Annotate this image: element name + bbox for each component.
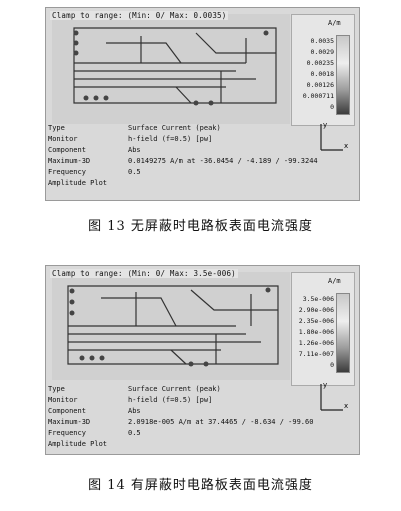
clamp-range-label: Clamp to range: (Min: 0/ Max: 0.0035) — [50, 11, 229, 20]
info-key: Component — [48, 146, 86, 154]
legend-value: 0.0018 — [310, 70, 334, 78]
info-key: Amplitude Plot — [48, 440, 108, 448]
info-key: Type — [48, 385, 65, 393]
legend-unit: A/m — [328, 277, 341, 285]
info-value: h-field (f=0.5) [pw] — [128, 396, 213, 404]
figure-caption: 图 14 有屏蔽时电路板表面电流强度 — [88, 478, 313, 493]
legend-value: 0.0029 — [310, 48, 334, 56]
info-key: Maximum-3D — [48, 418, 91, 426]
info-value: Abs — [128, 146, 141, 154]
axes-triad-icon: y x — [320, 381, 348, 411]
axis-x-label: x — [344, 402, 348, 410]
legend-value: 0 — [330, 361, 334, 369]
color-legend: A/m 3.5e-006 2.90e-006 2.35e-006 1.80e-0… — [291, 272, 355, 386]
info-key: Frequency — [48, 429, 86, 437]
legend-value: 7.11e-007 — [298, 350, 334, 358]
figure-14-screenshot: Clamp to range: (Min: 0/ Max: 3.5e-006) … — [45, 265, 360, 455]
circuit-board-plot: Clamp to range: (Min: 0/ Max: 3.5e-006) … — [46, 266, 359, 386]
legend-value: 2.35e-006 — [298, 317, 334, 325]
axis-x-label: x — [344, 142, 348, 150]
pcb-traces — [52, 14, 290, 124]
axis-y-label: y — [323, 381, 327, 389]
color-legend: A/m 0.0035 0.0029 0.00235 0.0018 0.00126… — [291, 14, 355, 126]
legend-value: 2.90e-006 — [298, 306, 334, 314]
info-key: Type — [48, 124, 65, 132]
info-value: Surface Current (peak) — [128, 385, 221, 393]
legend-gradient — [336, 293, 350, 373]
legend-value: 1.80e-006 — [298, 328, 334, 336]
figure-13-screenshot: Clamp to range: (Min: 0/ Max: 0.0035) A/… — [45, 7, 360, 201]
legend-value: 0 — [330, 103, 334, 111]
pcb-traces — [52, 272, 290, 380]
info-value: Surface Current (peak) — [128, 124, 221, 132]
legend-gradient — [336, 35, 350, 115]
info-key: Component — [48, 407, 86, 415]
legend-values: 0.0035 0.0029 0.00235 0.0018 0.00126 0.0… — [294, 37, 334, 114]
legend-value: 0.00126 — [306, 81, 334, 89]
legend-value: 0.00235 — [306, 59, 334, 67]
legend-value: 3.5e-006 — [302, 295, 334, 303]
clamp-range-label: Clamp to range: (Min: 0/ Max: 3.5e-006) — [50, 269, 238, 278]
circuit-board-plot: Clamp to range: (Min: 0/ Max: 0.0035) A/… — [46, 8, 359, 128]
info-value: 0.5 — [128, 429, 141, 437]
axis-y-label: y — [323, 121, 327, 129]
info-value: 0.5 — [128, 168, 141, 176]
info-key: Monitor — [48, 396, 78, 404]
info-key: Maximum-3D — [48, 157, 91, 165]
info-key: Amplitude Plot — [48, 179, 108, 187]
legend-value: 1.26e-006 — [298, 339, 334, 347]
legend-value: 0.000711 — [302, 92, 334, 100]
figure-caption: 图 13 无屏蔽时电路板表面电流强度 — [88, 219, 313, 234]
legend-values: 3.5e-006 2.90e-006 2.35e-006 1.80e-006 1… — [294, 295, 334, 372]
legend-value: 0.0035 — [310, 37, 334, 45]
info-panel: Type Surface Current (peak) Monitor h-fiel… — [48, 123, 318, 189]
info-key: Monitor — [48, 135, 78, 143]
info-value: 2.0918e-005 A/m at 37.4465 / -8.634 / -9… — [128, 418, 314, 426]
info-value: 0.0149275 A/m at -36.0454 / -4.189 / -99… — [128, 157, 318, 165]
info-key: Frequency — [48, 168, 86, 176]
info-value: h-field (f=0.5) [pw] — [128, 135, 213, 143]
info-value: Abs — [128, 407, 141, 415]
axes-triad-icon: y x — [320, 121, 348, 151]
info-panel: Type Surface Current (peak) Monitor h-fiel… — [48, 384, 313, 450]
legend-unit: A/m — [328, 19, 341, 27]
